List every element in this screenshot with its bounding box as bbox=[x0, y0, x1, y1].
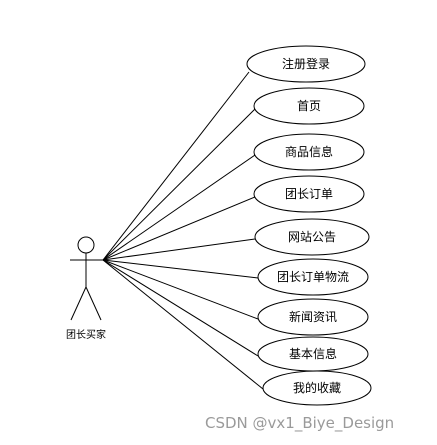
actor-left-leg bbox=[70, 286, 87, 321]
actor-label: 团长买家 bbox=[66, 328, 106, 341]
use-case-label: 团长订单物流 bbox=[277, 270, 349, 284]
use-case-label: 注册登录 bbox=[282, 56, 330, 71]
use-case-ellipse bbox=[253, 87, 365, 125]
association-line-3 bbox=[102, 154, 256, 261]
association-line-1 bbox=[102, 71, 250, 261]
use-case-ellipse bbox=[253, 133, 365, 171]
use-case-ellipse bbox=[262, 370, 372, 406]
association-line-9 bbox=[102, 259, 264, 390]
use-case-8: 基本信息 bbox=[257, 336, 369, 372]
actor-stick-figure bbox=[70, 236, 103, 321]
use-case-label: 基本信息 bbox=[289, 346, 337, 361]
use-case-label: 商品信息 bbox=[285, 144, 333, 159]
actor-right-leg bbox=[85, 286, 102, 321]
use-case-ellipse bbox=[246, 45, 366, 83]
use-case-ellipse bbox=[257, 258, 369, 296]
association-lines bbox=[102, 71, 264, 390]
use-case-9: 我的收藏 bbox=[262, 370, 372, 406]
association-line-5 bbox=[102, 238, 256, 261]
use-case-ellipse bbox=[254, 218, 370, 256]
association-line-7 bbox=[102, 259, 259, 320]
use-case-ellipse bbox=[253, 175, 365, 213]
use-case-label: 我的收藏 bbox=[293, 380, 341, 395]
use-case-label: 团长订单 bbox=[285, 187, 333, 201]
association-line-6 bbox=[102, 259, 259, 279]
use-case-4: 团长订单 bbox=[253, 175, 365, 213]
use-case-label: 新闻资讯 bbox=[289, 309, 337, 324]
actor-head bbox=[77, 236, 95, 254]
use-case-1: 注册登录 bbox=[246, 45, 366, 83]
use-case-5: 网站公告 bbox=[254, 218, 370, 256]
association-line-4 bbox=[102, 196, 256, 261]
use-case-label: 网站公告 bbox=[288, 230, 336, 244]
watermark: CSDN @vx1_Biye_Design bbox=[205, 414, 395, 432]
use-case-3: 商品信息 bbox=[253, 133, 365, 171]
use-case-7: 新闻资讯 bbox=[257, 298, 369, 336]
use-case-6: 团长订单物流 bbox=[257, 258, 369, 296]
use-case-label: 首页 bbox=[297, 99, 321, 113]
use-case-2: 首页 bbox=[253, 87, 365, 125]
use-case-ellipse bbox=[257, 298, 369, 336]
association-line-8 bbox=[102, 259, 259, 357]
association-line-2 bbox=[102, 108, 256, 261]
